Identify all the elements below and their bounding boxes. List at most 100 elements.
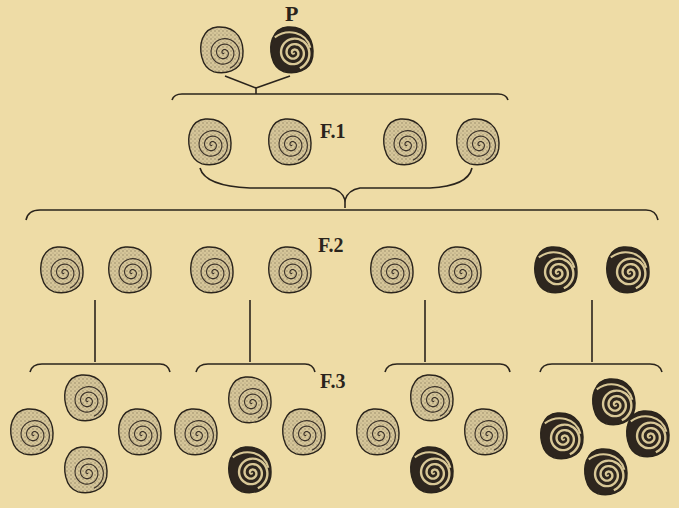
shell-outline xyxy=(411,375,453,421)
light-snail xyxy=(11,409,53,455)
cross-line xyxy=(424,300,426,362)
light-snail xyxy=(65,447,107,493)
shell-outline xyxy=(357,409,399,455)
light-snail xyxy=(357,409,399,455)
shell-outline xyxy=(229,377,271,423)
shell-outline xyxy=(384,119,426,165)
shell-band xyxy=(589,454,625,469)
shell-outline xyxy=(41,247,83,293)
dark-snail xyxy=(541,413,583,459)
shell-outline xyxy=(585,449,627,495)
light-snail xyxy=(457,119,499,165)
shell-spiral xyxy=(467,131,495,161)
light-snail xyxy=(201,27,243,73)
shell-outline xyxy=(439,247,481,293)
shell-outline xyxy=(269,247,311,293)
shell-band xyxy=(545,418,581,433)
cross-line xyxy=(172,94,508,100)
dark-snail xyxy=(585,449,627,495)
light-snail xyxy=(41,247,83,293)
generation-label: F.2 xyxy=(316,234,345,256)
dark-snail xyxy=(607,247,649,293)
cross-line xyxy=(385,364,510,372)
shell-outline xyxy=(65,375,107,421)
shell-outline xyxy=(189,119,231,165)
light-snail xyxy=(119,409,161,455)
shell-band xyxy=(233,452,269,467)
cross-line xyxy=(26,210,658,220)
light-snail xyxy=(384,119,426,165)
light-snail xyxy=(191,247,233,293)
snails xyxy=(11,27,669,495)
light-snail xyxy=(283,409,325,455)
generation-label: F.3 xyxy=(318,370,347,392)
shell-spiral xyxy=(281,39,309,69)
shell-spiral xyxy=(185,421,213,451)
shell-spiral xyxy=(199,131,227,161)
light-snail xyxy=(439,247,481,293)
generation-label: P xyxy=(283,2,300,26)
shell-outline xyxy=(65,447,107,493)
shell-outline xyxy=(269,119,311,165)
light-snail xyxy=(175,409,217,455)
dark-snail xyxy=(229,447,271,493)
shell-spiral xyxy=(239,459,267,489)
shell-outline xyxy=(229,447,271,493)
shell-outline xyxy=(119,409,161,455)
light-snail xyxy=(465,409,507,455)
shell-outline xyxy=(411,447,453,493)
dark-snail xyxy=(535,247,577,293)
shell-spiral xyxy=(129,421,157,451)
shell-spiral xyxy=(201,259,229,289)
shell-outline xyxy=(271,27,313,73)
dark-snail xyxy=(271,27,313,73)
cross-line xyxy=(540,364,662,372)
light-snail xyxy=(371,247,413,293)
shell-outline xyxy=(541,413,583,459)
shell-spiral xyxy=(211,39,239,69)
shell-spiral xyxy=(381,259,409,289)
shell-spiral xyxy=(239,389,267,419)
cross-line xyxy=(225,76,256,88)
shell-spiral xyxy=(21,421,49,451)
light-snail xyxy=(269,247,311,293)
shell-band xyxy=(631,416,667,431)
shell-outline xyxy=(109,247,151,293)
shell-outline xyxy=(371,247,413,293)
shell-band xyxy=(597,384,633,399)
shell-spiral xyxy=(394,131,422,161)
generation-label: F.1 xyxy=(318,120,347,142)
shell-spiral xyxy=(51,259,79,289)
shell-outline xyxy=(457,119,499,165)
shell-outline xyxy=(201,27,243,73)
shell-spiral xyxy=(421,387,449,417)
shell-outline xyxy=(175,409,217,455)
dark-snail xyxy=(627,411,669,457)
light-snail xyxy=(411,375,453,421)
shell-band xyxy=(415,452,451,467)
cross-line xyxy=(344,200,346,208)
shell-spiral xyxy=(617,259,645,289)
light-snail xyxy=(269,119,311,165)
light-snail xyxy=(189,119,231,165)
cross-lines xyxy=(26,76,662,372)
light-snail xyxy=(65,375,107,421)
shell-spiral xyxy=(293,421,321,451)
shell-spiral xyxy=(75,459,103,489)
dark-snail xyxy=(593,379,635,425)
shell-spiral xyxy=(475,421,503,451)
shell-spiral xyxy=(119,259,147,289)
light-snail xyxy=(109,247,151,293)
shell-spiral xyxy=(449,259,477,289)
shell-band xyxy=(539,252,575,267)
cross-line xyxy=(591,300,593,362)
shell-outline xyxy=(283,409,325,455)
cross-line xyxy=(249,300,251,362)
shell-spiral xyxy=(75,387,103,417)
light-snail xyxy=(229,377,271,423)
shell-spiral xyxy=(421,459,449,489)
shell-outline xyxy=(607,247,649,293)
shell-spiral xyxy=(545,259,573,289)
shell-outline xyxy=(535,247,577,293)
